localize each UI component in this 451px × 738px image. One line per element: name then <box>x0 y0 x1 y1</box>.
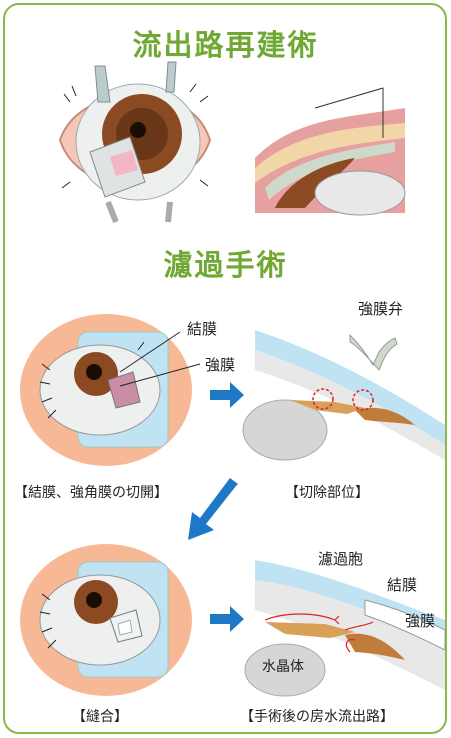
caption-excision-site: 【切除部位】 <box>285 482 369 502</box>
eye-illustration-outflow <box>50 62 220 222</box>
arrow-right-icon <box>210 606 246 632</box>
heading-outflow-reconstruction: 流出路再建術 <box>0 22 451 64</box>
label-bleb: 濾過胞 <box>318 548 363 569</box>
caption-suture: 【縫合】 <box>72 706 128 726</box>
eye-illustration-suture <box>18 540 198 700</box>
caption-outflow-path: 【手術後の房水流出路】 <box>240 706 394 726</box>
label-sclera-2: 強膜 <box>405 610 435 631</box>
label-conjunctiva-2: 結膜 <box>387 574 417 595</box>
arrow-diagonal-icon <box>180 478 240 543</box>
label-lens: 水晶体 <box>262 656 304 676</box>
cross-section-excision <box>255 330 445 460</box>
cross-section-outflow <box>255 78 405 213</box>
label-scleral-flap: 強膜弁 <box>358 298 403 319</box>
leader-line-sclera <box>120 360 205 390</box>
caption-incision: 【結膜、強角膜の切開】 <box>14 482 168 502</box>
heading-filtration-surgery: 濾過手術 <box>0 242 451 284</box>
label-sclera: 強膜 <box>205 354 235 375</box>
label-conjunctiva: 結膜 <box>187 318 217 339</box>
arrow-right-icon <box>210 382 246 408</box>
